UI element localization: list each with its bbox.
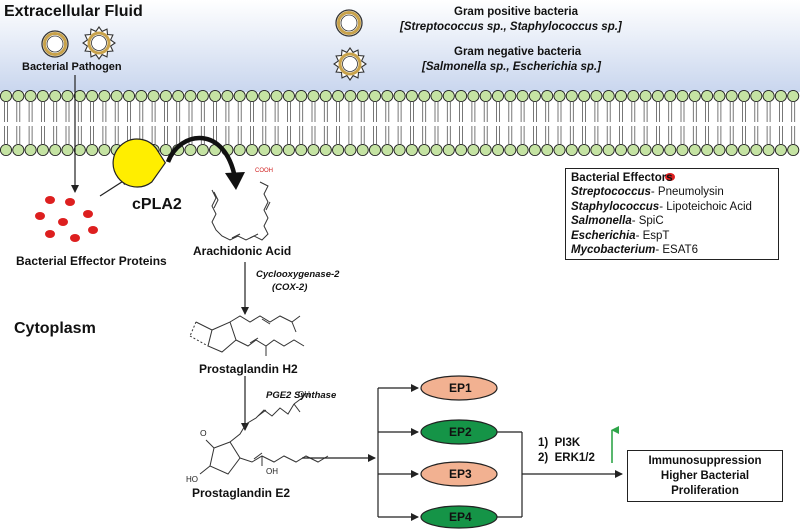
carboxyl-label: COOH [255,168,273,174]
ep4-label: EP4 [449,510,472,524]
lipid-bilayer-membrane [0,89,800,157]
effector-dot [35,212,45,220]
gram-negative-species: [Salmonella sp., Escherichia sp.] [422,61,601,73]
ep1-label: EP1 [449,381,472,395]
effector-dot [88,226,98,234]
legend-item: Streptococcus- Pneumolysin [571,186,724,199]
prostaglandin-h2-label: Prostaglandin H2 [199,362,298,376]
effector-dot [45,196,55,204]
ketone-oxygen-label: O [200,428,207,438]
legend-title: Bacterial Effectors [571,172,673,184]
outcome-line1: Immunosuppression [648,455,762,467]
effector-dot [70,234,80,242]
outcome-line2: Higher Bacterial [660,470,750,482]
region-label-cytoplasm: Cytoplasm [14,320,96,337]
ep3-label: EP3 [449,467,472,481]
legend-item: Escherichia- EspT [571,229,670,242]
hydroxyl-label: OH [266,467,278,476]
legend-item: Staphylococcus- Lipoteichoic Acid [571,200,752,213]
signaling-item-pi3k: 1) PI3K [538,437,581,449]
effectors-legend: Bacterial Effectors Streptococcus- Pneum… [565,168,779,260]
bacteria-icon-gram-positive [335,9,363,37]
cpla2-enzyme-icon [112,138,167,188]
extracellular-background [0,0,800,92]
receptor-ep1 [420,375,498,401]
gram-negative-title: Gram negative bacteria [454,46,582,58]
legend-effector-dot [665,173,675,181]
bacteria-icon-gram-negative [333,47,367,81]
region-label-extracellular: Extracellular Fluid [4,3,143,20]
receptor-ep3 [420,461,498,487]
prostaglandin-e2-structure [199,397,329,475]
cpla2-label: cPLA2 [132,196,182,213]
signaling-item-erk: 2) ERK1/2 [538,452,595,464]
effector-dot [58,218,68,226]
gram-positive-species: [Streptococcus sp., Staphylococcus sp.] [400,21,622,33]
cox2-label-line1: Cyclooxygenase-2 [256,269,340,280]
legend-item: Mycobacterium- ESAT6 [571,244,698,257]
prostaglandin-h2-structure [189,315,305,356]
effector-dot [45,230,55,238]
prostaglandin-e2-label: Prostaglandin E2 [192,486,291,500]
effector-proteins-label: Bacterial Effector Proteins [16,254,167,268]
carboxyl-oh-label: OH [298,390,310,399]
bacteria-icon-gram-positive-pathogen [41,30,69,58]
outcome-line3: Proliferation [671,485,739,497]
ep2-label: EP2 [449,425,472,439]
arachidonic-acid-structure [211,181,271,241]
arachidonic-acid-label: Arachidonic Acid [193,244,292,258]
effector-dot [65,198,75,206]
bacteria-icon-gram-negative-pathogen [82,26,116,60]
cox2-label-line2: (COX-2) [272,282,308,293]
pge2-synthase-label: PGE2 Synthase [266,390,337,401]
effector-dot [83,210,93,218]
legend-item: Salmonella- SpiC [571,215,664,228]
gram-positive-title: Gram positive bacteria [454,6,578,18]
ho-label: HO [186,475,198,484]
effector-protein-dots [35,196,98,242]
pathogen-label: Bacterial Pathogen [22,61,122,73]
outcome-box: Immunosuppression Higher Bacterial Proli… [627,450,783,502]
arrow-cpla2-to-arachidonic-acid [165,135,238,179]
